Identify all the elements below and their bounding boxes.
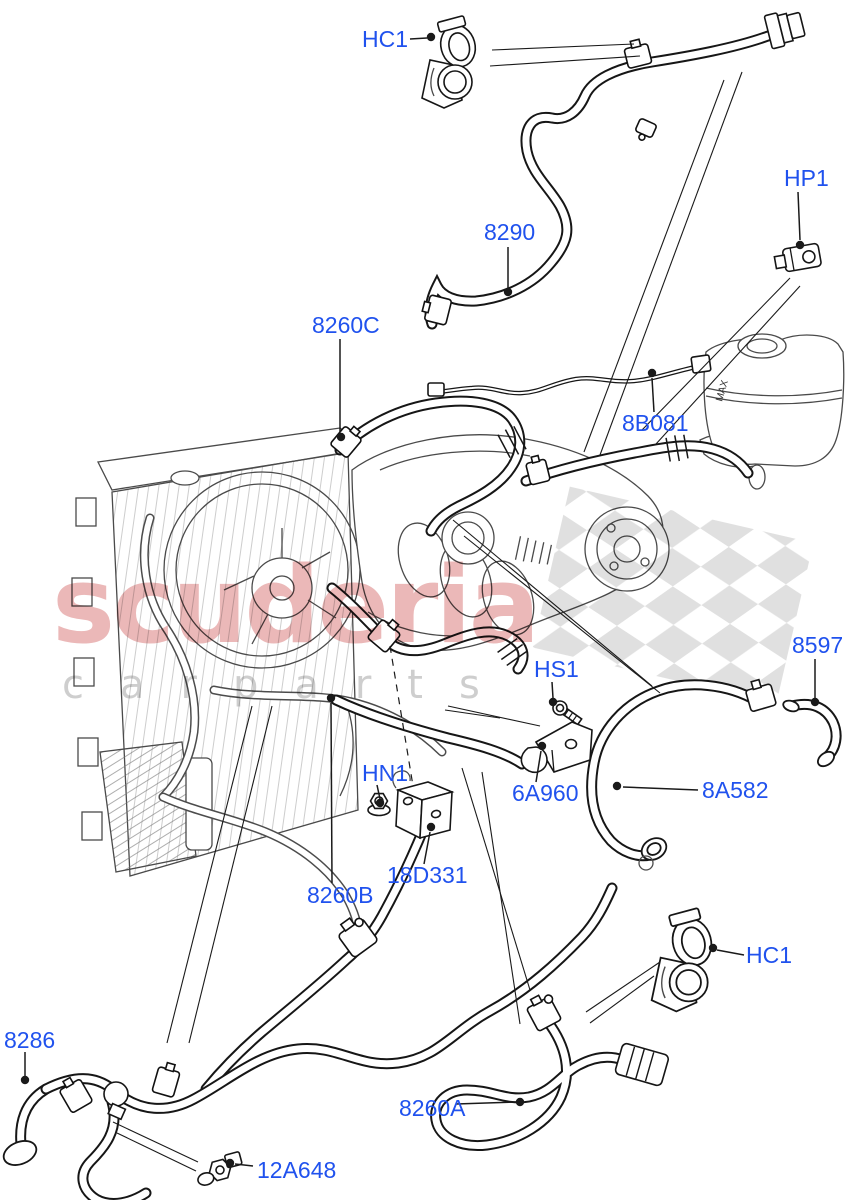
hose-8597 (782, 699, 837, 768)
aux-coolant-pump-top (421, 15, 477, 109)
dashed-pointer-line (389, 645, 414, 787)
sensor-hp1 (773, 242, 822, 273)
pointer-line (188, 705, 273, 1044)
bolt-hs1 (552, 700, 583, 726)
label-dot-hc1-top (426, 32, 436, 42)
pointer-line (444, 709, 501, 719)
pointer-line (583, 79, 725, 453)
label-dot-p6a960 (537, 741, 547, 751)
label-leader-hc1-bottom (716, 949, 745, 956)
pointer-line (655, 285, 801, 445)
pointer-line (589, 975, 655, 1024)
pointer-line (461, 767, 531, 991)
pointer-line (585, 961, 661, 1013)
label-leader-p8a582 (622, 786, 699, 791)
label-dot-hp1 (795, 240, 805, 250)
part-label-p6a960[interactable]: 6A960 (512, 780, 579, 806)
part-label-p8260c[interactable]: 8260C (312, 312, 380, 338)
part-label-hn1[interactable]: HN1 (362, 760, 408, 786)
part-label-hc1-top[interactable]: HC1 (362, 26, 408, 52)
pointer-line (166, 705, 253, 1044)
part-label-p18d331[interactable]: 18D331 (387, 862, 468, 888)
expansion-tank: MAX (703, 333, 845, 490)
label-dot-p8597 (810, 697, 820, 707)
brand-watermark: scuderia carparts (52, 544, 540, 708)
pointer-line (481, 771, 521, 1025)
radiator-assembly (71, 427, 361, 877)
hose-8a582 (592, 678, 777, 871)
label-leader-p8260a (455, 1101, 517, 1105)
label-leader-p12a648 (234, 1163, 254, 1167)
label-dot-p8a582 (612, 781, 622, 791)
label-dot-p8260c (336, 432, 346, 442)
aux-coolant-pump-bottom (650, 907, 713, 1013)
pipe-8b081 (427, 354, 712, 397)
hose-to-lower-network (206, 792, 438, 1089)
label-leader-hp1 (797, 191, 801, 241)
label-dot-p8b081 (647, 368, 657, 378)
pointer-line (452, 519, 653, 687)
svg-text:carparts: carparts (62, 662, 516, 708)
part-label-p8286[interactable]: 8286 (4, 1027, 55, 1053)
hose-engine-to-tank (524, 434, 748, 485)
part-label-hs1[interactable]: HS1 (534, 656, 579, 682)
part-label-hc1-bottom[interactable]: HC1 (746, 942, 792, 968)
label-leader-hs1 (551, 681, 554, 699)
label-dot-p8260a (515, 1097, 525, 1107)
label-dot-p8260b (326, 693, 336, 703)
label-dot-hs1 (548, 697, 558, 707)
pointer-line (447, 705, 541, 727)
pointer-line (489, 55, 641, 67)
svg-text:scuderia: scuderia (52, 544, 537, 667)
part-label-p8a582[interactable]: 8A582 (702, 777, 769, 803)
label-dot-hn1 (375, 798, 385, 808)
pointer-line (112, 1121, 199, 1163)
label-dot-hc1-bottom (708, 943, 718, 953)
part-label-p8260a[interactable]: 8260A (399, 1095, 466, 1121)
part-label-p8260b[interactable]: 8260B (307, 882, 374, 908)
label-leader-hc1-top (409, 37, 428, 40)
label-leader-hn1 (376, 784, 381, 800)
label-leader-p8260b (330, 702, 333, 884)
pointer-line (116, 1132, 197, 1172)
label-dot-p8290 (503, 287, 513, 297)
bracket-6a960 (520, 721, 593, 774)
pointer-line (463, 535, 661, 694)
part-label-p8597[interactable]: 8597 (792, 632, 843, 658)
label-leader-p8b081 (651, 377, 655, 413)
pointer-line (599, 71, 743, 456)
pointer-line (491, 43, 635, 51)
part-label-hp1[interactable]: HP1 (784, 165, 829, 191)
label-dot-p8286 (20, 1075, 30, 1085)
part-label-p8b081[interactable]: 8B081 (622, 410, 689, 436)
hose-8286 (2, 888, 612, 1200)
label-dot-p18d331 (426, 822, 436, 832)
hose-8290 (421, 11, 806, 325)
hose-8260b (332, 588, 527, 764)
hose-8260a (436, 994, 670, 1145)
checkered-flag-watermark (532, 486, 814, 704)
label-leader-p6a960 (535, 750, 542, 783)
label-dot-p12a648 (225, 1158, 235, 1168)
part-label-p12a648[interactable]: 12A648 (257, 1157, 336, 1183)
part-label-p8290[interactable]: 8290 (484, 219, 535, 245)
sensor-12a648 (197, 1151, 243, 1186)
pointer-line (641, 277, 791, 431)
label-leader-p18d331 (423, 831, 431, 865)
